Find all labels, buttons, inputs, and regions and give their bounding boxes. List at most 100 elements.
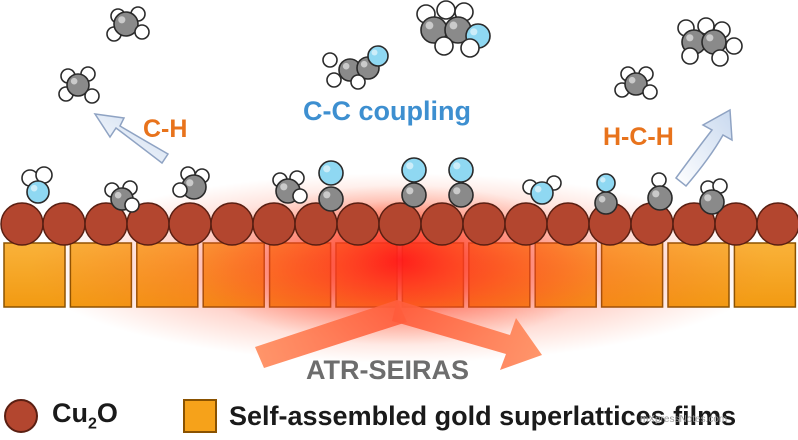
atom-highlight [186,179,194,187]
molecule [677,17,743,67]
atom-highlight [24,172,30,178]
atom [725,37,743,55]
label-ch: C-H [143,115,187,143]
atom [134,24,150,40]
atom [401,157,427,183]
atom [436,0,456,20]
atom-highlight [107,185,112,190]
molecule [318,160,344,212]
surface-adsorbates [21,157,728,215]
atom-highlight [600,177,606,183]
atom-highlight [83,69,88,74]
atom-highlight [652,190,660,198]
label-hch: H-C-H [603,123,674,151]
atom-highlight [183,169,188,174]
atom [26,180,50,204]
atom-highlight [617,85,622,90]
atom-highlight [406,162,414,170]
cu2o-particle [336,202,380,246]
molecule [699,178,728,215]
atom-highlight [438,40,444,46]
cu2o-particle [420,202,464,246]
atom-highlight [323,165,331,173]
atom-highlight [38,169,44,175]
atom-highlight [125,183,130,188]
cu2o-particle [504,202,548,246]
atom [84,88,100,104]
atom-highlight [684,50,690,56]
atom [172,182,188,198]
atom [642,84,658,100]
atom-highlight [453,162,461,170]
cu2o-particle [378,202,422,246]
atom-highlight [175,185,180,190]
label-atr-seiras: ATR-SEIRAS [306,355,469,385]
atom-highlight [113,11,118,16]
atom-highlight [549,178,554,183]
atom-highlight [133,9,138,14]
atom [124,197,140,213]
legend-cu2o-label: Cu2O [52,398,118,433]
atom-highlight [127,200,132,205]
atr-beam-arrows [255,300,542,370]
atom-highlight [654,175,659,180]
atom-highlight [61,89,66,94]
atom-highlight [464,42,470,48]
cu2o-particle [462,202,506,246]
cu2o-particle [630,202,674,246]
atom-highlight [449,21,458,30]
atom-highlight [114,191,122,199]
atom-highlight [534,185,542,193]
atom-highlight [425,21,434,30]
atom-highlight [406,187,414,195]
atom-highlight [700,20,706,26]
atom [594,191,618,215]
atom-highlight [342,62,350,70]
cu2o-particle [546,202,590,246]
atom-highlight [641,69,646,74]
molecule [172,166,210,200]
molecule [448,157,474,208]
desorption-arrow-right [674,108,733,188]
atom-highlight [623,69,628,74]
molecule [594,173,618,215]
molecule [322,45,389,90]
atom [699,189,725,215]
atom-highlight [440,4,446,10]
atom-highlight [716,24,722,30]
atom-highlight [680,22,686,28]
cu2o-particle [210,202,254,246]
molecule [401,157,427,208]
atom-highlight [703,183,708,188]
atom-highlight [458,6,464,12]
legend-gold: Self-assembled gold superlattices films [183,396,736,436]
atom [651,172,667,188]
molecule [647,172,673,211]
atom-highlight [197,171,202,176]
atom [367,45,389,67]
watermark: mXpressNotes.com [640,414,728,425]
atom-highlight [87,91,92,96]
cu2o-particle [252,202,296,246]
desorption-arrow-left [93,113,170,165]
atom [460,38,480,58]
atom-highlight [686,34,694,42]
molecule [614,66,658,100]
atom-highlight [470,28,478,36]
atom [711,49,729,67]
molecule [272,170,308,204]
atom [350,74,366,90]
label-cc-coupling: C-C coupling [303,96,471,126]
atom-highlight [704,194,712,202]
atom-highlight [137,27,142,32]
atom-highlight [329,75,334,80]
incident-beam-arrow [255,300,407,368]
gas-phase-molecules [58,0,743,104]
atom-highlight [70,77,78,85]
cu2o-particle [0,202,44,246]
molecule [522,175,562,205]
atom-highlight [714,52,720,58]
atom-highlight [420,8,426,14]
atom [318,160,344,186]
